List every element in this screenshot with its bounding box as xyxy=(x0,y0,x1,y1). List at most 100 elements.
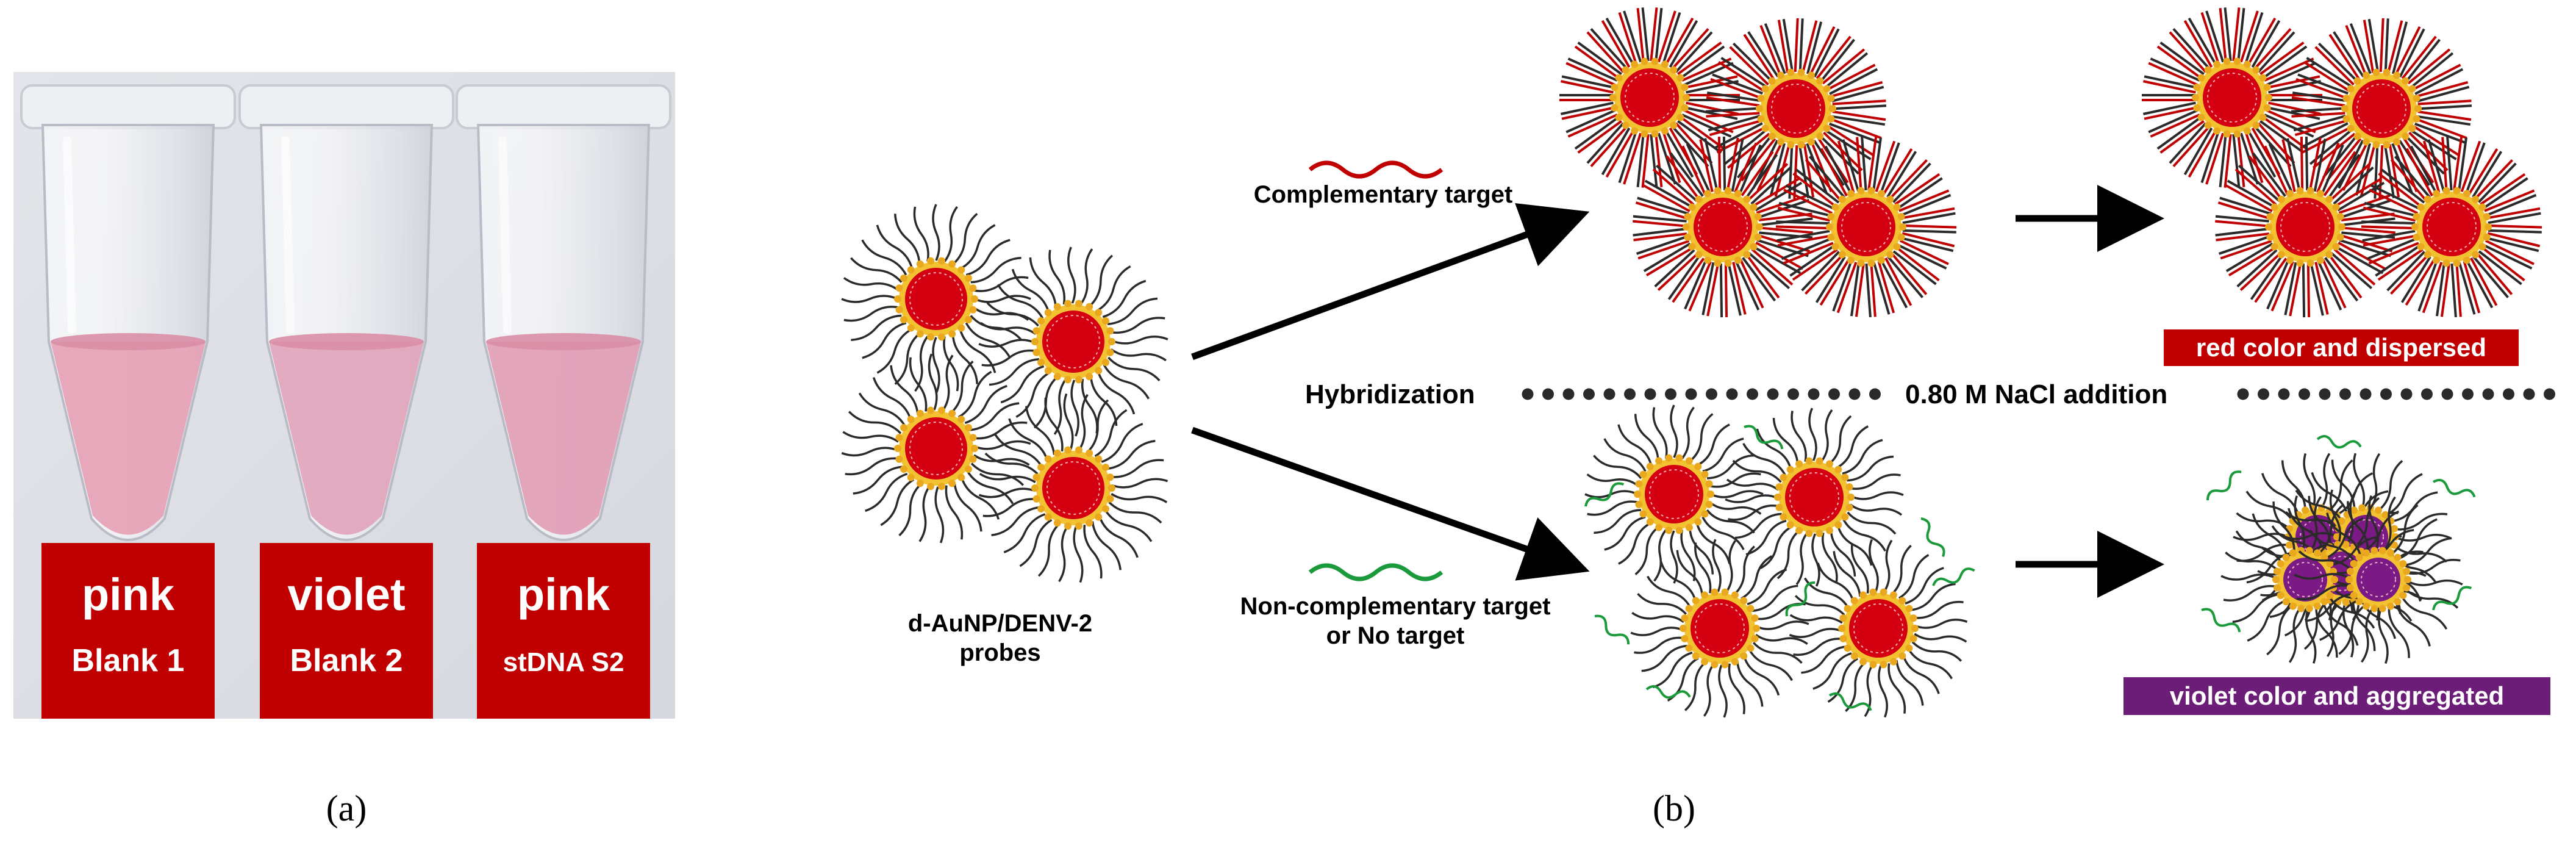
dna-strand xyxy=(1577,41,1622,76)
shell-dot xyxy=(1805,530,1813,537)
dna-strand xyxy=(1567,57,1618,82)
dna-strand xyxy=(2338,139,2364,189)
dna-strand xyxy=(1727,262,1742,316)
dna-strand xyxy=(1748,649,1793,681)
dna-strand xyxy=(1044,397,1064,451)
shell-dot xyxy=(1086,303,1093,311)
dna-strand xyxy=(943,206,958,262)
free-target-strand xyxy=(1594,614,1630,645)
shell-dot xyxy=(2306,187,2314,195)
shell-dot xyxy=(1841,513,1849,521)
dna-strand xyxy=(1751,584,1798,613)
dna-strand xyxy=(1831,85,1884,102)
core-ring xyxy=(1771,84,1821,134)
dna-strand xyxy=(2247,17,2277,66)
shell-dot xyxy=(1685,605,1693,613)
shell-dot xyxy=(1786,521,1794,529)
dot xyxy=(2462,388,2474,400)
dna-strand xyxy=(1745,254,1780,299)
dna-strand xyxy=(1878,664,1888,718)
dna-strand xyxy=(2385,473,2423,516)
dna-strand xyxy=(1684,661,1706,711)
dna-strand xyxy=(1743,34,1775,81)
dna-strand xyxy=(2406,558,2461,575)
shell-dot xyxy=(2197,113,2205,121)
shell-dot xyxy=(895,306,903,314)
dna-strand xyxy=(1025,406,1056,455)
dna-strand xyxy=(1783,242,1834,265)
dna-strand xyxy=(1789,628,1842,638)
dna-strand xyxy=(2257,31,2295,73)
dna-strand xyxy=(2486,237,2539,253)
complementary-label: Complementary target xyxy=(1254,181,1513,208)
result-dispersed-label: red color and dispersed xyxy=(2196,333,2486,362)
shell-dot xyxy=(1032,348,1040,356)
shell-dot xyxy=(964,274,972,282)
dna-strand xyxy=(1654,249,1695,288)
dna-strand xyxy=(2422,262,2443,314)
dna-strand xyxy=(1861,136,1867,191)
dna-strand xyxy=(1106,439,1156,470)
shell-dot xyxy=(1780,473,1787,481)
dna-strand xyxy=(2295,77,2347,99)
shell-dot xyxy=(927,406,935,414)
shell-dot xyxy=(1825,460,1833,468)
dna-strand xyxy=(2267,106,2320,120)
shell-dot xyxy=(1685,457,1693,465)
dna-strand xyxy=(1706,112,1760,118)
dna-strand xyxy=(2436,262,2445,317)
shell-dot xyxy=(1681,84,1689,92)
shell-dot xyxy=(2332,243,2340,251)
dna-strand xyxy=(2159,120,2205,154)
core-ring xyxy=(2361,562,2396,597)
nanoparticle-core xyxy=(1785,468,1844,526)
shell-dot xyxy=(1797,68,1805,76)
shell-dot xyxy=(2353,132,2361,140)
dna-strand xyxy=(960,476,1000,520)
dna-strand xyxy=(1000,365,1045,404)
shell-dot xyxy=(1695,251,1703,259)
dna-strand xyxy=(2338,242,2386,270)
dna-strand xyxy=(1892,250,1937,286)
shell-dot xyxy=(2272,576,2280,583)
dna-strand xyxy=(1728,505,1780,521)
dna-strand xyxy=(2259,120,2305,154)
dna-strand xyxy=(1850,491,1904,500)
nanoparticle xyxy=(2294,495,2463,664)
shell-dot xyxy=(2285,541,2293,549)
dna-strand xyxy=(1898,553,1930,599)
dna-strand xyxy=(2316,142,2340,193)
dna-strand xyxy=(1747,163,1789,201)
dna-strand xyxy=(2333,31,2364,77)
dna-strand xyxy=(2247,600,2286,642)
dna-strand xyxy=(2306,263,2311,317)
shell-dot xyxy=(1609,94,1617,101)
dna-strand xyxy=(1103,364,1150,400)
dna-strand xyxy=(1560,101,1614,115)
shell-dot xyxy=(1611,104,1619,112)
shell-dot xyxy=(1869,661,1877,669)
dna-strand xyxy=(2268,143,2294,193)
dna-strand xyxy=(2488,229,2542,234)
result-aggregated-label: violet color and aggregated xyxy=(2170,681,2504,710)
dna-strand xyxy=(1636,8,1645,62)
dna-strand xyxy=(1662,131,1681,184)
tube-group xyxy=(20,84,671,541)
dna-strand xyxy=(2292,91,2346,102)
dna-strand xyxy=(2294,495,2305,551)
dna-strand xyxy=(2232,7,2241,62)
dna-strand xyxy=(1827,658,1859,703)
dna-strand xyxy=(1911,641,1962,662)
dna-strand xyxy=(2183,127,2213,176)
dna-strand xyxy=(841,295,898,303)
dna-strand xyxy=(2327,154,2361,199)
dna-strand xyxy=(2383,496,2396,552)
shell-dot xyxy=(2408,124,2416,132)
shell-dot xyxy=(969,455,977,463)
shell-dot xyxy=(2392,71,2400,79)
dna-strand xyxy=(1710,490,1764,498)
dna-strand xyxy=(2405,259,2436,306)
dna-strand xyxy=(2236,512,2291,530)
shell-dot xyxy=(1893,203,1901,211)
shell-dot xyxy=(2296,187,2304,195)
